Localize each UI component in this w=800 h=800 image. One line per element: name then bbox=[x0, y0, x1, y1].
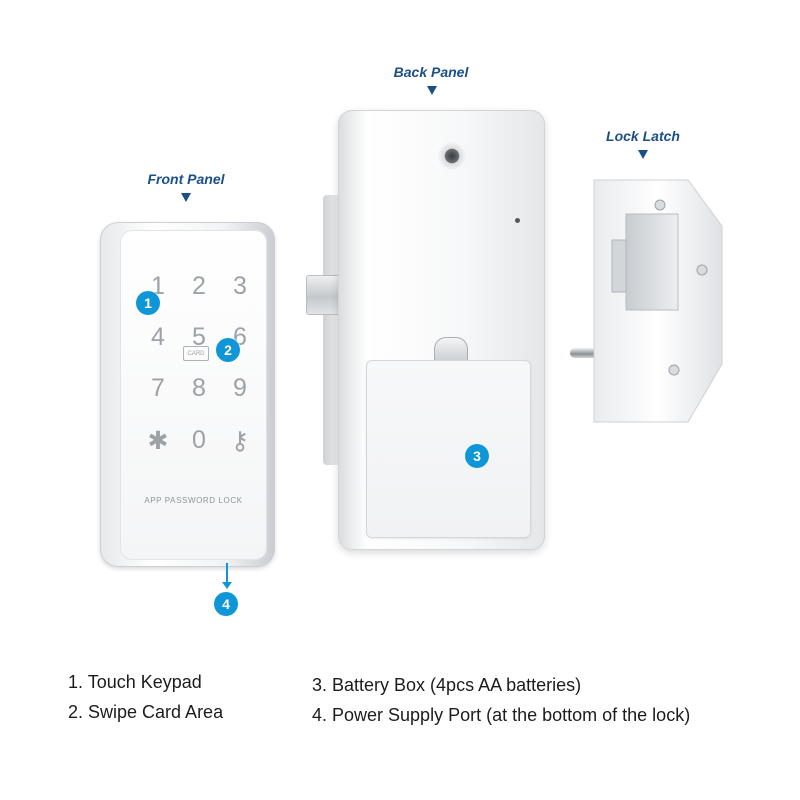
screw-icon bbox=[668, 364, 680, 376]
key-4[interactable]: 4 bbox=[151, 323, 165, 351]
power-port-pointer-arrow bbox=[222, 582, 232, 589]
triangle-down-icon bbox=[181, 193, 191, 202]
callout-badge-1: 1 bbox=[136, 291, 160, 315]
swipe-card-area[interactable]: CARD bbox=[183, 346, 209, 361]
back-panel-title: Back Panel bbox=[393, 64, 469, 80]
latch-pin bbox=[570, 348, 606, 358]
key-9[interactable]: 9 bbox=[233, 374, 247, 402]
front-panel: 1 2 3 4 5 6 7 8 9 ✱ 0 ⚷ CARD APP PASSWOR… bbox=[100, 222, 275, 567]
callout-badge-3: 3 bbox=[465, 444, 489, 468]
key-0[interactable]: 0 bbox=[192, 426, 206, 454]
back-panel-side bbox=[323, 195, 341, 465]
legend-item-touch-keypad: 1. Touch Keypad bbox=[68, 672, 202, 692]
legend-item-swipe-card-area: 2. Swipe Card Area bbox=[68, 702, 224, 722]
key-5[interactable]: 5 bbox=[192, 323, 206, 351]
key-7[interactable]: 7 bbox=[151, 374, 165, 402]
callout-badge-4: 4 bbox=[214, 592, 238, 616]
front-panel-title: Front Panel bbox=[147, 171, 225, 187]
indicator-dot bbox=[515, 218, 520, 223]
screw-icon bbox=[696, 264, 708, 276]
legend-item-battery-box: 3. Battery Box (4pcs AA batteries) bbox=[312, 675, 582, 695]
lock-latch bbox=[588, 176, 728, 426]
lock-latch-body bbox=[593, 179, 723, 423]
key-3[interactable]: 3 bbox=[233, 272, 247, 300]
battery-cover-clip bbox=[434, 337, 468, 363]
key-2[interactable]: 2 bbox=[192, 272, 206, 300]
touch-keypad[interactable]: 1 2 3 4 5 6 7 8 9 ✱ 0 ⚷ CARD APP PASSWOR… bbox=[120, 230, 267, 560]
power-port-pointer-line bbox=[226, 563, 228, 585]
key-icon[interactable]: ⚷ bbox=[230, 427, 250, 455]
asterisk-icon[interactable]: ✱ bbox=[147, 427, 169, 455]
triangle-down-icon bbox=[638, 150, 648, 159]
screw-hole bbox=[438, 142, 466, 170]
key-8[interactable]: 8 bbox=[192, 374, 206, 402]
battery-box[interactable] bbox=[366, 360, 531, 538]
callout-badge-2: 2 bbox=[216, 338, 240, 362]
screw-icon bbox=[654, 199, 666, 211]
brand-text: APP PASSWORD LOCK bbox=[144, 496, 243, 505]
triangle-down-icon bbox=[427, 86, 437, 95]
lock-latch-title: Lock Latch bbox=[606, 128, 680, 144]
legend-item-power-supply-port: 4. Power Supply Port (at the bottom of t… bbox=[312, 705, 691, 725]
